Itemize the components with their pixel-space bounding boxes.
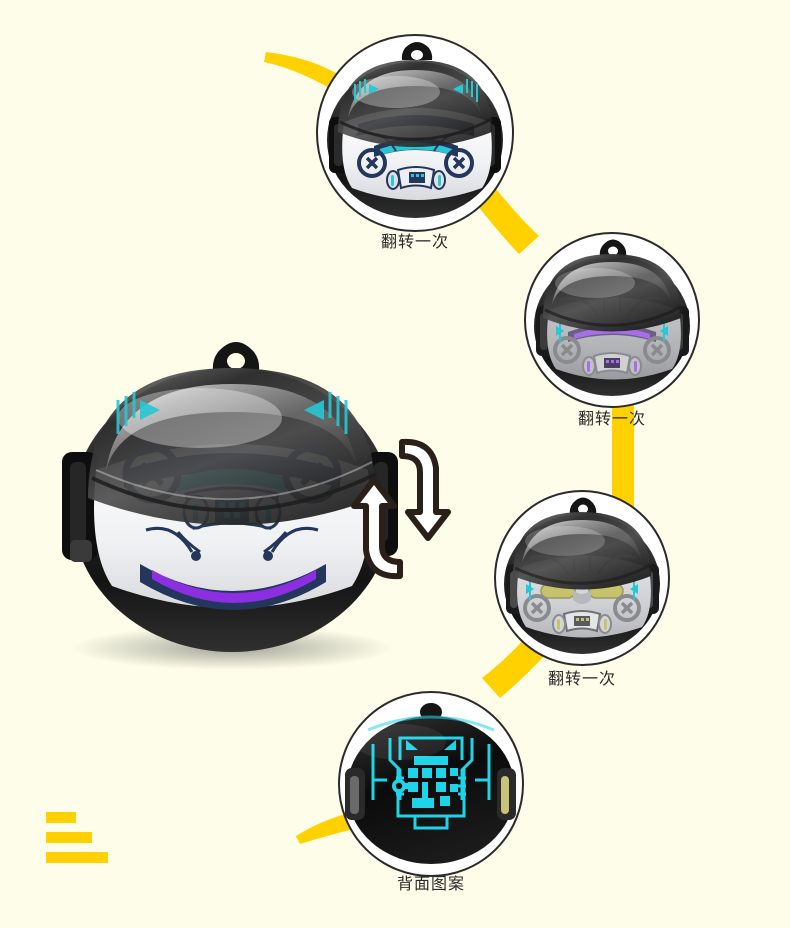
ribbon-outro-tail: [296, 812, 358, 844]
step-3-label: 翻转一次: [547, 669, 616, 688]
step-4-thumbnail[interactable]: [338, 691, 524, 877]
accent-bar-2: [46, 832, 92, 843]
main-product-hero: [62, 342, 398, 670]
rotate-arrows-icon: [351, 438, 451, 580]
hanger-loop-icon: [212, 342, 260, 370]
step-2-thumbnail[interactable]: [524, 232, 700, 408]
step-4-back-pattern: [371, 736, 491, 830]
step-2-label: 翻转一次: [577, 409, 646, 428]
accent-bar-1: [46, 812, 76, 823]
ribbon-intro-tail: [264, 52, 344, 92]
accent-bar-3: [46, 852, 108, 863]
step-1-hud-brackets: [354, 79, 478, 102]
ribbon-step2-to-step3: [612, 383, 634, 516]
step-4-label: 背面图案: [396, 874, 465, 893]
step-3-thumbnail[interactable]: [494, 490, 670, 666]
step-1-thumbnail[interactable]: [316, 34, 514, 232]
step-2-face-graphics: [553, 296, 671, 376]
step-4-circuit-blocks: [392, 740, 458, 808]
step-3-face-graphics: [523, 554, 641, 634]
yellow-accent-bars: [46, 812, 120, 864]
hud-brackets: [116, 392, 348, 434]
step-1-label: 翻转一次: [380, 232, 449, 251]
